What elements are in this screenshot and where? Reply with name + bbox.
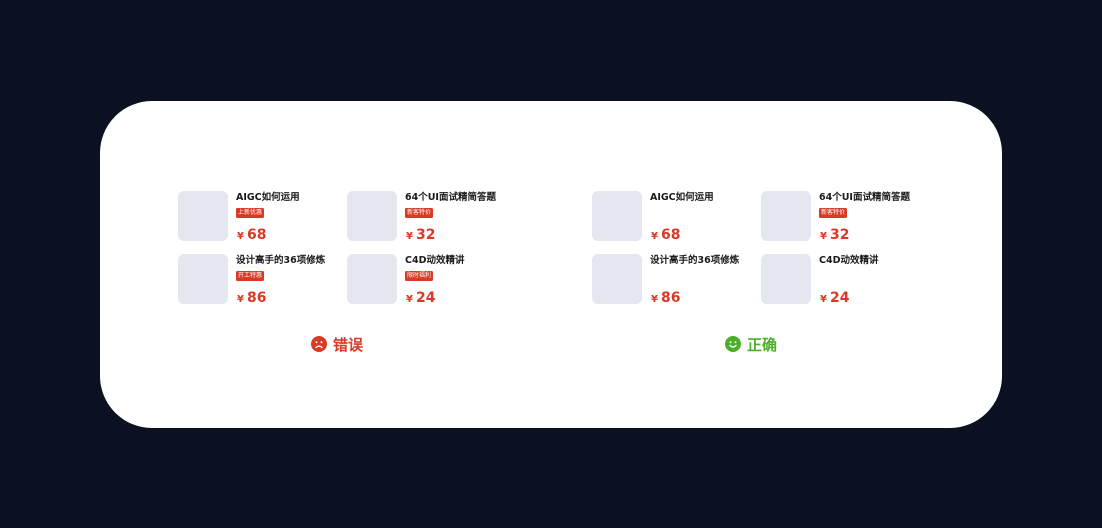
right-label-text: 正确 [747, 335, 778, 354]
smile-face-icon [725, 336, 741, 352]
price-value: 32 [415, 227, 436, 243]
price-value: 24 [415, 290, 436, 306]
course-thumbnail [347, 191, 397, 241]
currency-symbol: ¥ [820, 231, 827, 242]
currency-symbol: ¥ [820, 294, 827, 305]
price-value: 68 [660, 227, 681, 243]
price-value: 68 [246, 227, 267, 243]
course-item[interactable]: 64个UI面试精简答题 新客特价 ¥32 [347, 191, 512, 243]
promo-badge: 上新优惠 [236, 208, 265, 218]
promo-badge: 限时福利 [405, 271, 434, 281]
course-item[interactable]: C4D动效精讲 ¥24 [761, 254, 926, 306]
course-price: ¥86 [237, 289, 266, 308]
course-thumbnail [592, 254, 642, 304]
course-title: 设计高手的36项修炼 [236, 255, 326, 266]
course-thumbnail [592, 191, 642, 241]
course-price: ¥86 [651, 289, 680, 308]
course-thumbnail [347, 254, 397, 304]
promo-badge: 开工特惠 [236, 271, 265, 281]
right-verdict-label: 正确 [725, 333, 777, 355]
course-title: 64个UI面试精简答题 [819, 192, 910, 203]
course-item[interactable]: C4D动效精讲 限时福利 ¥24 [347, 254, 512, 306]
course-thumbnail [761, 254, 811, 304]
course-title: 设计高手的36项修炼 [650, 255, 740, 266]
course-price: ¥68 [237, 226, 266, 245]
currency-symbol: ¥ [406, 294, 413, 305]
promo-badge: 新客特价 [819, 208, 848, 218]
course-price: ¥24 [406, 289, 435, 308]
course-title: AIGC如何运用 [650, 192, 714, 203]
course-item[interactable]: 设计高手的36项修炼 ¥86 [592, 254, 757, 306]
course-price: ¥68 [651, 226, 680, 245]
currency-symbol: ¥ [406, 231, 413, 242]
price-value: 24 [829, 290, 850, 306]
currency-symbol: ¥ [651, 231, 658, 242]
course-price: ¥24 [820, 289, 849, 308]
course-price: ¥32 [406, 226, 435, 245]
promo-badge: 新客特价 [405, 208, 434, 218]
currency-symbol: ¥ [237, 231, 244, 242]
course-thumbnail [178, 191, 228, 241]
course-price: ¥32 [820, 226, 849, 245]
wrong-verdict-label: 错误 [311, 333, 363, 355]
course-item[interactable]: 设计高手的36项修炼 开工特惠 ¥86 [178, 254, 343, 306]
course-item[interactable]: 64个UI面试精简答题 新客特价 ¥32 [761, 191, 926, 243]
course-thumbnail [761, 191, 811, 241]
course-title: C4D动效精讲 [405, 255, 465, 266]
course-item[interactable]: AIGC如何运用 ¥68 [592, 191, 757, 243]
price-value: 86 [246, 290, 267, 306]
price-value: 86 [660, 290, 681, 306]
course-title: C4D动效精讲 [819, 255, 879, 266]
currency-symbol: ¥ [651, 294, 658, 305]
price-value: 32 [829, 227, 850, 243]
wrong-label-text: 错误 [333, 335, 364, 354]
course-title: 64个UI面试精简答题 [405, 192, 496, 203]
currency-symbol: ¥ [237, 294, 244, 305]
sad-face-icon [311, 336, 327, 352]
course-title: AIGC如何运用 [236, 192, 300, 203]
comparison-card: AIGC如何运用 上新优惠 ¥68 64个UI面试精简答题 新客特价 ¥32 设… [100, 101, 1002, 428]
course-item[interactable]: AIGC如何运用 上新优惠 ¥68 [178, 191, 343, 243]
course-thumbnail [178, 254, 228, 304]
